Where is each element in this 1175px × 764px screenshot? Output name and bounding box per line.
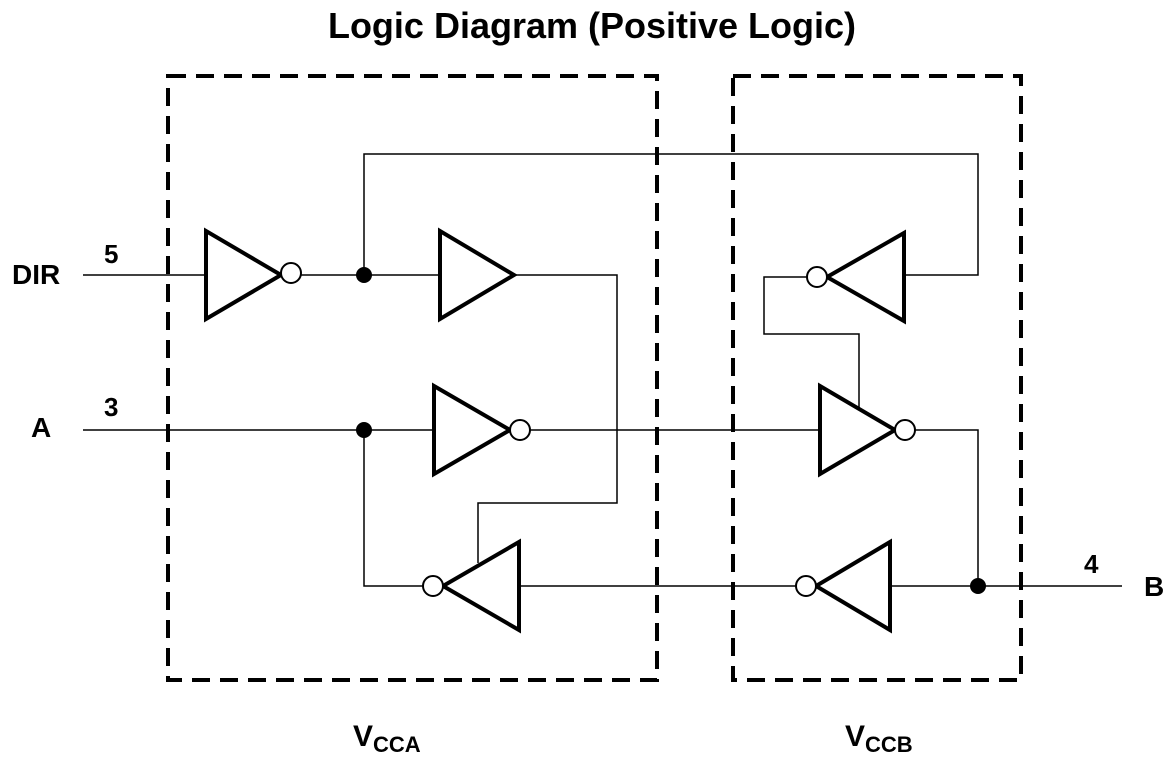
b-side-dir-inverter-icon xyxy=(822,229,906,325)
vccb-label: VCCB xyxy=(845,720,913,757)
b-junction-dot xyxy=(970,578,986,594)
a-side-return-buffer-icon xyxy=(439,538,521,634)
a-pin-number: 3 xyxy=(104,392,118,422)
dir-junction-dot xyxy=(356,267,372,283)
dir-inverter-bubble xyxy=(280,262,302,284)
b-side-inverting-buffer-icon xyxy=(818,382,899,478)
b-output-wire xyxy=(915,429,979,586)
vcca-domain-box xyxy=(166,74,659,682)
enable-a-side-wire xyxy=(477,274,618,563)
dir-to-vccb-wire xyxy=(363,153,979,276)
dir-label: DIR xyxy=(12,259,60,290)
wires xyxy=(83,153,1122,587)
vcca-label-main: V xyxy=(353,720,373,753)
dir-pin-number: 5 xyxy=(104,239,118,269)
vcca-label-sub: CCA xyxy=(373,732,421,757)
b-side-return-buffer-bubble xyxy=(795,575,817,597)
a-return-wire xyxy=(363,430,423,587)
b-pin-number: 4 xyxy=(1084,549,1099,579)
a-label: A xyxy=(31,412,51,443)
enable-b-side-wire xyxy=(763,276,860,410)
b-label: B xyxy=(1144,571,1164,602)
a-junction-dot xyxy=(356,422,372,438)
b-side-return-buffer-icon xyxy=(812,538,892,634)
dir-buffer-icon xyxy=(438,227,518,323)
a-side-return-buffer-bubble xyxy=(422,575,444,597)
vccb-label-main: V xyxy=(845,720,865,753)
diagram-title: Logic Diagram (Positive Logic) xyxy=(328,5,856,46)
vcca-label: VCCA xyxy=(353,720,421,757)
dir-inverter-icon xyxy=(204,227,285,323)
b-side-dir-inverter-bubble xyxy=(806,266,828,288)
vccb-domain-box xyxy=(731,74,1023,682)
a-side-inverting-buffer-icon xyxy=(432,382,514,478)
a-side-inverting-buffer-bubble xyxy=(509,419,531,441)
vccb-label-sub: CCB xyxy=(865,732,913,757)
b-side-inverting-buffer-bubble xyxy=(894,419,916,441)
